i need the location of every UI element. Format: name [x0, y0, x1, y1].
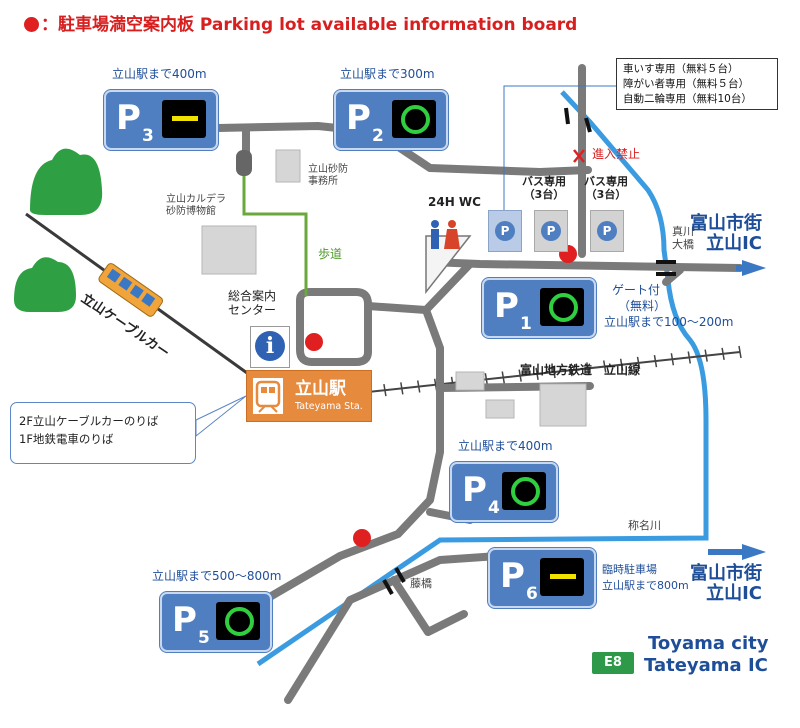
legend-line: 車いす専用（無料５台） [623, 63, 739, 75]
caldera-museum-label: 立山カルデラ 砂防博物館 [166, 194, 226, 217]
p3-distance: 立山駅まで400m [112, 67, 207, 81]
callout-line: 1F地鉄電車のりば [19, 432, 114, 446]
p1-distance: 立山駅まで100～200m [604, 315, 734, 329]
rail-tie [619, 358, 624, 371]
full-signal-icon [540, 558, 584, 596]
rail-tie [518, 369, 522, 382]
red-dot-icon [24, 17, 39, 32]
legend-box: 車いす専用（無料５台） 障がい者専用（無料５台） 自動二輪専用（無料10台） [616, 58, 778, 110]
building [455, 371, 485, 391]
e8-route-badge: E8 [592, 652, 634, 674]
bus-only-label: バス専用 （3台） [522, 175, 566, 201]
rail-tie [721, 347, 725, 360]
station-callout: 2F立山ケーブルカーのりば 1F地鉄電車のりば [10, 402, 196, 464]
rail-tie [738, 345, 742, 359]
info-center-label: 総合案内 センター [228, 289, 277, 317]
route-label: 富山市街 立山IC [690, 213, 762, 254]
rail-tie [586, 362, 590, 375]
rail-tie [636, 356, 641, 370]
rail-tie [416, 380, 421, 393]
building [485, 399, 515, 419]
legend-line: 自動二輪専用（無料10台） [623, 93, 752, 105]
board-marker-icon [305, 333, 323, 351]
train-icon [251, 376, 285, 416]
rail-tie [569, 364, 573, 377]
railway-label: 富山地方鉄道 立山線 [520, 363, 641, 377]
board-marker-icon [353, 529, 371, 547]
tunnel-icon [236, 150, 252, 176]
rail-tie [670, 353, 675, 366]
sidewalk-label: 歩道 [318, 247, 343, 261]
tateyama-ic-label: Tateyama IC [644, 655, 768, 676]
station-name-en: Tateyama Sta. [295, 401, 363, 412]
bus-only-label: バス専用 （3台） [584, 175, 628, 201]
tree-icon [14, 257, 76, 312]
p6-distance: 立山駅まで800m [602, 579, 689, 592]
bus-parking-space: P [590, 210, 624, 252]
bus-parking-space: P [534, 210, 568, 252]
accessible-parking-space: P [488, 210, 522, 252]
p4-distance: 立山駅まで400m [458, 439, 553, 453]
available-signal-icon [540, 288, 584, 326]
p6-temporary: 臨時駐車場 [602, 563, 657, 576]
rail-tie [535, 367, 539, 380]
rail-tie [653, 354, 658, 368]
fujibashi-label: 藤橋 [410, 577, 432, 590]
wc-label: 24H WC [428, 195, 481, 209]
p1-gate: ゲート付 [612, 283, 661, 297]
no-entry-icon [573, 149, 585, 163]
building [539, 383, 587, 427]
available-signal-icon [502, 472, 546, 510]
p5-distance: 立山駅まで500～800m [152, 569, 282, 583]
p2-distance: 立山駅まで300m [340, 67, 435, 81]
toyama-city-label: Toyama city [648, 633, 769, 654]
cable-car-icon [98, 263, 163, 317]
rail-tie [501, 371, 506, 384]
river-line [256, 90, 709, 667]
available-signal-icon [392, 100, 436, 138]
station-name: 立山駅 [295, 379, 346, 399]
shomyo-river-label: 称名川 [628, 519, 661, 532]
sabo-office-label: 立山砂防 事務所 [308, 164, 348, 187]
wc-area [422, 216, 470, 296]
p1-free: （無料） [618, 299, 667, 313]
map-title: ：駐車場満空案内板 Parking lot available informat… [24, 15, 577, 36]
tree-icon [30, 148, 103, 215]
rail-tie [383, 384, 387, 397]
building [201, 225, 257, 275]
legend-line: 障がい者専用（無料５台） [623, 78, 749, 90]
rail-tie [704, 349, 708, 362]
restroom-icon [431, 220, 460, 249]
full-signal-icon [162, 100, 206, 138]
rail-tie [484, 373, 489, 386]
rail-tie [552, 365, 556, 379]
route-arrow-icon [742, 260, 766, 276]
route-label: 富山市街 立山IC [690, 563, 762, 604]
building [275, 149, 301, 183]
sidewalk-line [242, 172, 308, 296]
rail-tie [602, 360, 607, 373]
legend-pointer [503, 85, 616, 220]
no-entry-label: 進入禁止 [592, 147, 641, 161]
makawa-bridge-label: 真川 大橋 [672, 225, 694, 251]
rail-tie [687, 351, 692, 364]
info-icon[interactable]: i [250, 326, 290, 368]
rail-tie [400, 382, 404, 395]
callout-line: 2F立山ケーブルカーのりば [19, 414, 159, 428]
tateyama-station[interactable]: 立山駅 Tateyama Sta. [246, 370, 372, 422]
available-signal-icon [216, 602, 260, 640]
route-arrow-icon [742, 544, 766, 560]
